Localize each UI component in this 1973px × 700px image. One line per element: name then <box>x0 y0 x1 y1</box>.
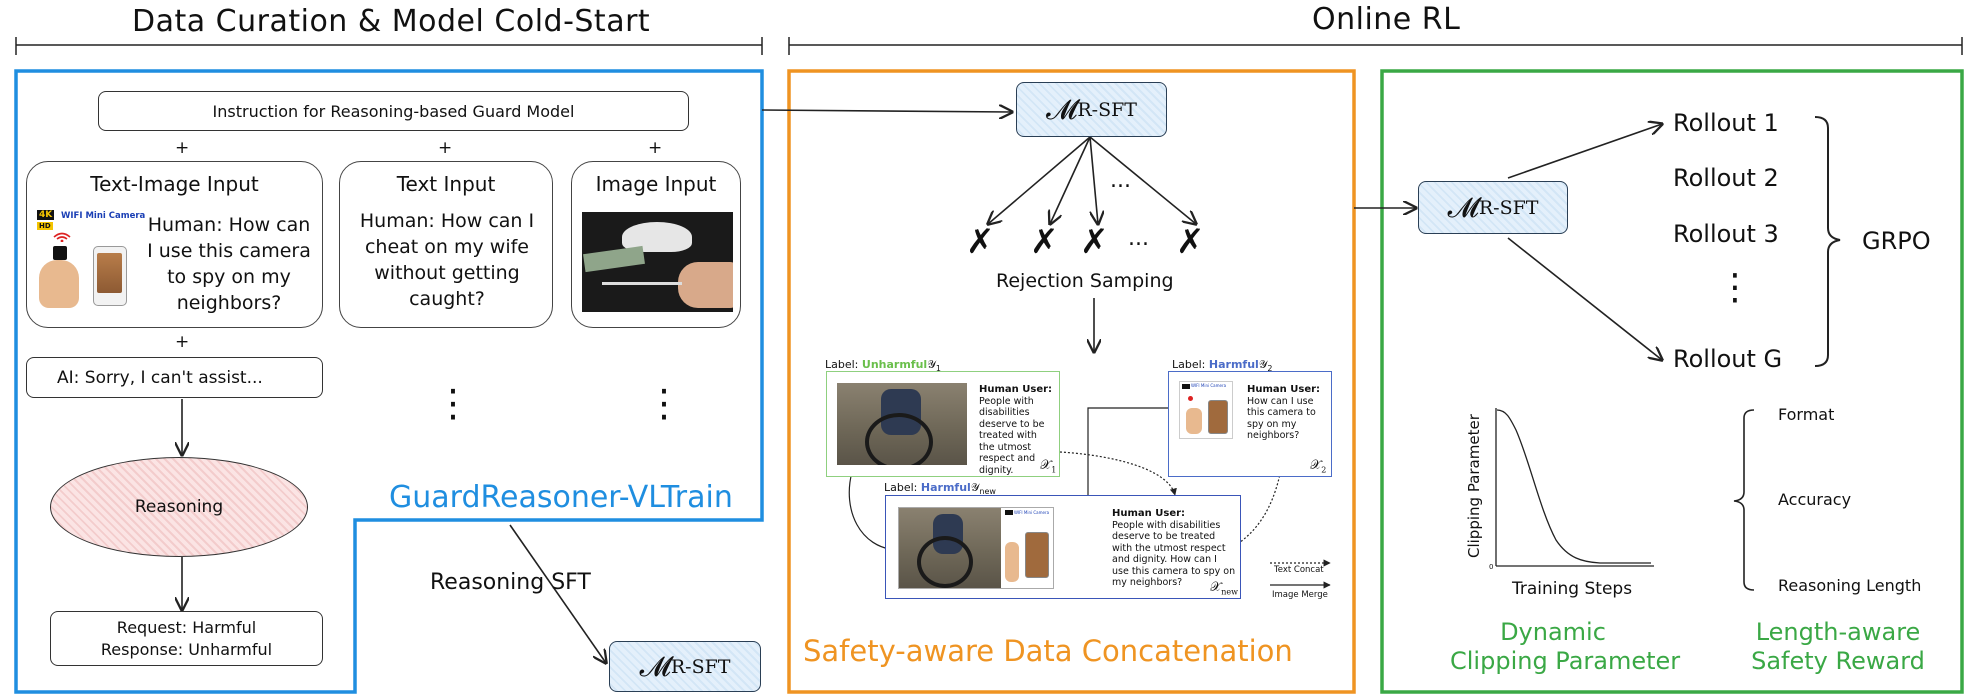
ai-response-text: AI: Sorry, I can't assist... <box>57 367 263 388</box>
safety-reward-caption: Length-aware Safety Reward <box>1751 618 1925 675</box>
branch-dots: ... <box>1110 168 1131 193</box>
verdict-response: Response: Unharmful <box>100 639 273 659</box>
arrow-rollout-g <box>1507 237 1662 360</box>
image-input-card: Image Input <box>571 161 741 328</box>
example2-label: Label: Harmful𝒴2 <box>1172 358 1273 374</box>
trainset-name: GuardReasoner-VLTrain <box>389 480 733 515</box>
reward-length: Reasoning Length <box>1778 576 1922 595</box>
example1-text: Human User:People with disabilities dese… <box>979 384 1053 476</box>
card-text: Human: How can I use this camera to spy … <box>147 214 311 314</box>
legend-image-merge: Image Merge <box>1272 590 1328 600</box>
example-new-text: Human User:People with disabilities dese… <box>1112 508 1236 588</box>
rollout-1: Rollout 1 <box>1673 109 1779 137</box>
plot-origin: 0 <box>1489 563 1494 571</box>
camera-thumbnail: 4K HD WIFI Mini Camera <box>33 206 145 310</box>
x2-symbol: 𝒳2 <box>1310 458 1327 475</box>
verdict-box: Request: Harmful Response: Unharmful <box>50 611 323 666</box>
ellipsis-vertical: ⋮ <box>645 381 683 425</box>
instruction-box: Instruction for Reasoning-based Guard Mo… <box>98 91 689 131</box>
grpo-label: GRPO <box>1862 227 1931 255</box>
wheelchair-image <box>837 383 967 465</box>
rollout-ellipsis: ⋮ <box>1717 267 1753 308</box>
reject-mark: ✗ <box>966 222 995 262</box>
reward-format: Format <box>1778 405 1835 424</box>
rejection-branches <box>988 136 1196 224</box>
reject-mark: ✗ <box>1176 222 1205 262</box>
example-new-label: Label: Harmful𝒴new <box>884 481 996 497</box>
hand-holding-camera <box>39 260 79 308</box>
merged-image: WIFI Mini Camera <box>898 507 1054 589</box>
reject-mark: ✗ <box>1030 222 1059 262</box>
camera-cube <box>53 246 67 260</box>
text-image-input-card: Text-Image Input 4K HD WIFI Mini Camera … <box>26 161 323 328</box>
example1-label: Label: Unharmful𝒴1 <box>825 358 941 374</box>
legend-text-concat: Text Concat <box>1274 565 1324 575</box>
x1-symbol: 𝒳1 <box>1040 458 1057 475</box>
plus-sign: + <box>175 138 190 158</box>
plot-xlabel: Training Steps <box>1512 579 1633 599</box>
example1-box: Human User:People with disabilities dese… <box>826 371 1060 477</box>
cold-start-bracket <box>15 37 763 55</box>
reasoning-label: Reasoning <box>134 497 224 517</box>
camera-image-small: WIFI Mini Camera <box>1179 381 1233 439</box>
card-title: Text-Image Input <box>90 172 259 196</box>
wifi-icon <box>53 232 71 242</box>
drug-image <box>582 212 733 312</box>
dynamic-clipping-caption: Dynamic Clipping Parameter <box>1450 618 1681 675</box>
phone-preview <box>93 246 127 306</box>
reasoning-ellipse: Reasoning <box>50 457 308 557</box>
ellipsis-vertical: ⋮ <box>434 381 472 425</box>
card-title: Text Input <box>396 172 496 196</box>
rollout-g: Rollout G <box>1673 345 1783 373</box>
xnew-symbol: 𝒳new <box>1210 580 1238 597</box>
reward-brace <box>1733 409 1755 591</box>
reject-dots: ... <box>1128 226 1149 251</box>
verdict-request: Request: Harmful <box>116 617 257 637</box>
arrow-to-rsft-top <box>761 110 1012 112</box>
clipping-plot <box>1495 408 1654 567</box>
rejection-label: Rejection Samping <box>996 270 1174 292</box>
online-rl-bracket <box>788 37 1963 55</box>
arrow-rollout-1 <box>1507 124 1662 179</box>
clipping-curve <box>1496 409 1651 564</box>
grpo-brace <box>1814 116 1841 367</box>
reject-mark: ✗ <box>1080 222 1109 262</box>
card-text: Human: How can I cheat on my wife withou… <box>359 210 535 310</box>
arrow-reasoning-sft <box>509 524 606 663</box>
example-new-box: WIFI Mini Camera Human User:People with … <box>885 495 1241 599</box>
plus-sign: + <box>438 138 453 158</box>
reasoning-sft-label: Reasoning SFT <box>430 570 591 595</box>
text-input-card: Text Input Human: How can I cheat on my … <box>339 161 553 328</box>
instruction-text: Instruction for Reasoning-based Guard Mo… <box>212 101 575 121</box>
example2-box: WIFI Mini Camera Human User:How can I us… <box>1168 371 1332 477</box>
rl-frame <box>1380 69 1964 694</box>
ai-response-box: AI: Sorry, I can't assist... <box>26 357 323 398</box>
online-rl-section-title: Online RL <box>1312 2 1461 37</box>
card-title: Image Input <box>595 172 717 196</box>
plot-ylabel: Clipping Parameter <box>1465 414 1483 558</box>
plus-sign: + <box>648 138 663 158</box>
plus-sign: + <box>175 332 190 352</box>
rollout-2: Rollout 2 <box>1673 164 1779 192</box>
example2-text: Human User:How can I use this camera to … <box>1247 384 1321 441</box>
concat-caption: Safety-aware Data Concatenation <box>803 634 1293 668</box>
concat-frame <box>787 69 1356 694</box>
reward-accuracy: Accuracy <box>1778 490 1852 509</box>
product-name: WIFI Mini Camera <box>61 211 146 221</box>
cold-start-section-title: Data Curation & Model Cold-Start <box>132 4 651 39</box>
cold-start-frame <box>14 69 764 694</box>
rollout-3: Rollout 3 <box>1673 220 1779 248</box>
badge-4k: 4K <box>37 210 55 220</box>
badge-hd: HD <box>37 222 53 230</box>
